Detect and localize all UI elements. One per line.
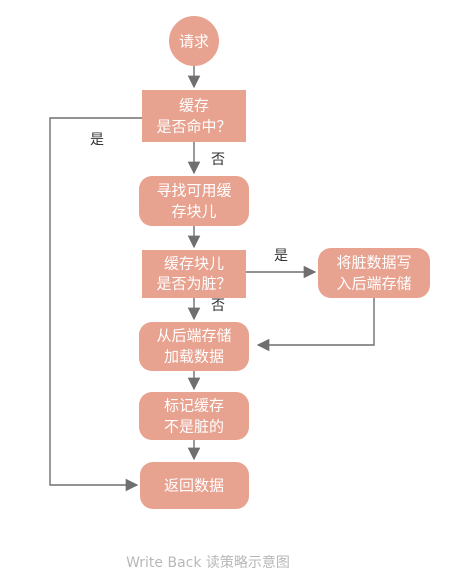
label-dirty-no: 否 [211, 298, 225, 314]
node-is-dirty: 缓存块儿 是否为脏？ [142, 250, 246, 298]
node-find-block: 寻找可用缓 存块儿 [139, 176, 249, 226]
node-cache-hit-line-1: 缓存 [179, 97, 209, 115]
node-load-backend-line-1: 从后端存储 [156, 327, 231, 345]
node-load-backend-line-2: 加载数据 [164, 348, 224, 366]
node-find-block-line-2: 存块儿 [171, 203, 216, 221]
node-write-back: 将脏数据写 入后端存储 [318, 248, 430, 298]
node-mark-clean-line-2: 不是脏的 [164, 418, 224, 436]
node-request: 请求 [169, 16, 219, 66]
nodes: 请求 缓存 是否命中？ 寻找可用缓 存块儿 缓存块儿 是否为脏？ 将脏数据写 入… [139, 16, 430, 509]
node-is-dirty-line-1: 缓存块儿 [164, 255, 224, 273]
label-dirty-yes: 是 [274, 248, 288, 264]
node-is-dirty-line-2: 是否为脏？ [156, 275, 231, 293]
node-find-block-line-1: 寻找可用缓 [156, 182, 231, 200]
edges [49, 66, 375, 492]
node-write-back-line-1: 将脏数据写 [336, 254, 411, 272]
node-return-data-label: 返回数据 [164, 477, 224, 495]
node-write-back-line-2: 入后端存储 [336, 275, 411, 293]
diagram-caption: Write Back 读策略示意图 [126, 554, 290, 571]
edge-cache-hit-yes [49, 117, 142, 492]
edge-labels: 是 否 是 否 [90, 132, 288, 314]
node-mark-clean: 标记缓存 不是脏的 [139, 392, 249, 440]
node-cache-hit-line-2: 是否命中？ [156, 118, 231, 136]
edge-write-back-to-load [256, 298, 375, 352]
node-return-data: 返回数据 [140, 462, 249, 509]
label-hit-no: 否 [211, 152, 225, 168]
node-load-backend: 从后端存储 加载数据 [139, 322, 249, 371]
node-request-label: 请求 [179, 33, 209, 51]
node-mark-clean-line-1: 标记缓存 [164, 397, 224, 415]
label-hit-yes: 是 [90, 132, 104, 148]
node-cache-hit: 缓存 是否命中？ [142, 90, 246, 142]
